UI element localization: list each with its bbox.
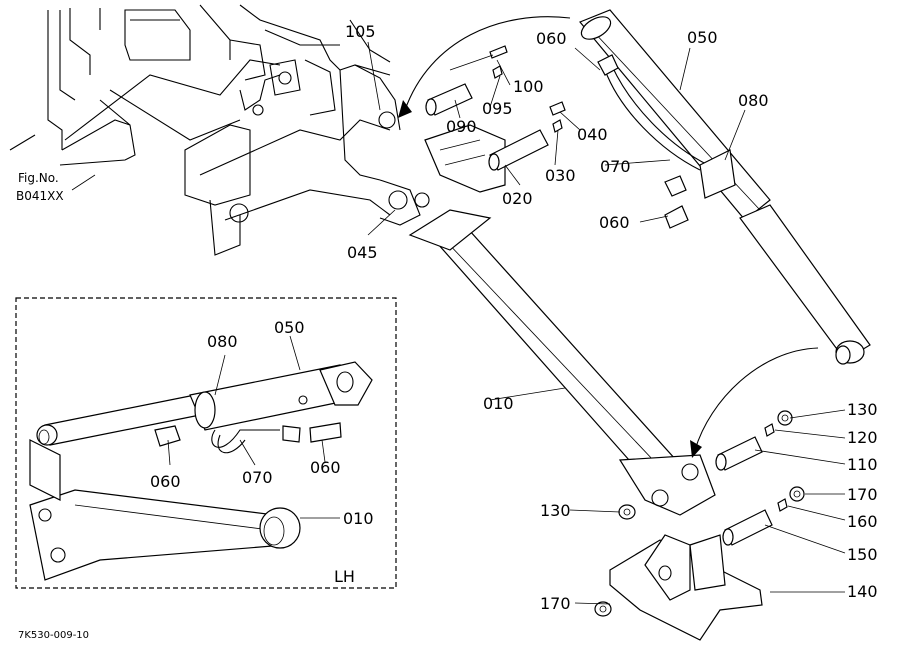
assembly-arrow-right bbox=[694, 347, 819, 451]
pin-090 bbox=[425, 83, 473, 116]
callout-060: 060 bbox=[536, 29, 567, 48]
loader-frame bbox=[9, 4, 430, 256]
callout-130: 130 bbox=[847, 400, 878, 419]
fig-ref-line2: B041XX bbox=[16, 189, 64, 203]
inset-label-lh: LH bbox=[334, 567, 355, 586]
pin-150 bbox=[722, 509, 773, 546]
callout-105: 105 bbox=[345, 22, 376, 41]
callout-050: 050 bbox=[274, 318, 305, 337]
inset-cylinder-050 bbox=[36, 361, 373, 446]
grease-fitting-160 bbox=[777, 498, 788, 512]
callout-170: 170 bbox=[540, 594, 571, 613]
arrow-head-top bbox=[398, 100, 412, 118]
callout-030: 030 bbox=[545, 166, 576, 185]
callout-010: 010 bbox=[483, 394, 514, 413]
clamp-080 bbox=[699, 149, 736, 199]
bolt-040 bbox=[549, 101, 566, 116]
callout-100: 100 bbox=[513, 77, 544, 96]
pin-110 bbox=[715, 436, 763, 471]
callout-060: 060 bbox=[599, 213, 630, 232]
callout-110: 110 bbox=[847, 455, 878, 474]
washer-130-upper bbox=[777, 410, 793, 426]
callout-080: 080 bbox=[738, 91, 769, 110]
washer-170-upper bbox=[789, 486, 805, 502]
callout-060: 060 bbox=[150, 472, 181, 491]
callout-160: 160 bbox=[847, 512, 878, 531]
inset-frame-lh bbox=[15, 297, 397, 589]
image-code: 7K530-009-10 bbox=[18, 630, 89, 641]
callout-130: 130 bbox=[540, 501, 571, 520]
fig-ref-line1: Fig.No. bbox=[18, 171, 59, 185]
bracket-cylinder-mount bbox=[424, 124, 506, 193]
pin-020 bbox=[488, 129, 549, 171]
callout-050: 050 bbox=[687, 28, 718, 47]
callout-120: 120 bbox=[847, 428, 878, 447]
boom-arm-010 bbox=[408, 209, 716, 516]
arrow-head-right bbox=[690, 440, 702, 458]
callout-010: 010 bbox=[343, 509, 374, 528]
callout-045: 045 bbox=[347, 243, 378, 262]
inset-boom-010 bbox=[29, 439, 301, 581]
callout-090: 090 bbox=[446, 117, 477, 136]
bolt-100 bbox=[449, 45, 508, 71]
washer-130-lower bbox=[618, 504, 636, 520]
grease-fitting-095 bbox=[492, 65, 503, 79]
inset-hose-070 bbox=[154, 422, 342, 454]
grease-fitting-030 bbox=[552, 119, 563, 133]
callout-140: 140 bbox=[847, 582, 878, 601]
callout-170: 170 bbox=[847, 485, 878, 504]
callout-095: 095 bbox=[482, 99, 513, 118]
washer-170-lower bbox=[594, 601, 612, 617]
callout-070: 070 bbox=[242, 468, 273, 487]
callout-150: 150 bbox=[847, 545, 878, 564]
fig-ref-leader bbox=[71, 174, 96, 191]
assembly-arrow-top bbox=[404, 16, 571, 111]
fitting-060-right bbox=[664, 205, 689, 229]
callout-040: 040 bbox=[577, 125, 608, 144]
grease-fitting-120 bbox=[764, 423, 775, 437]
callout-060: 060 bbox=[310, 458, 341, 477]
bracket-140 bbox=[609, 534, 763, 641]
leader-lines bbox=[167, 41, 846, 605]
callout-070: 070 bbox=[600, 157, 631, 176]
hose-070 bbox=[597, 54, 709, 197]
callout-080: 080 bbox=[207, 332, 238, 351]
callout-020: 020 bbox=[502, 189, 533, 208]
